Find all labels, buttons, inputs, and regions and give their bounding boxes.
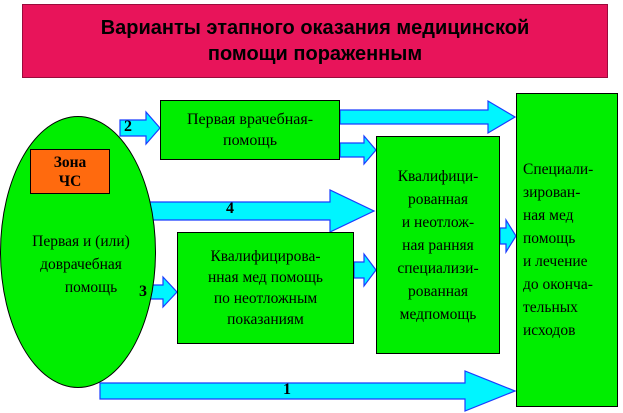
title-line-2: помощи пораженным	[207, 43, 423, 65]
arrow-label-1: 1	[283, 381, 291, 398]
emergency-zone-box: Зона ЧС	[30, 149, 110, 194]
qualified-early-line-2: рованная	[407, 190, 469, 208]
specialized-line-1: Специали-	[523, 161, 594, 178]
qualified-urgent-aid-box: Квалифицирова- нная мед помощь по неотло…	[177, 232, 354, 344]
arrow-first-to-qualified-early	[339, 134, 377, 166]
specialized-line-4: помощь	[523, 230, 576, 247]
arrow-urgent-to-qualified-early	[353, 252, 377, 288]
first-medical-line-1: Первая врачебная-	[186, 111, 314, 128]
qualified-urgent-line-3: по неотложным	[213, 290, 318, 307]
arrow-label-2: 2	[124, 118, 132, 135]
specialized-line-7: тельных	[523, 299, 578, 316]
zone-line-2: ЧС	[58, 172, 82, 190]
specialized-line-8: исходов	[523, 322, 576, 339]
diagram-title: Варианты этапного оказания медицинской п…	[22, 4, 608, 78]
first-aid-line-1: Первая и (или)	[32, 233, 130, 250]
qualified-early-line-5: специализи-	[397, 259, 479, 277]
first-medical-aid-box: Первая врачебная- помощь	[160, 100, 340, 160]
specialized-line-3: ная мед	[523, 207, 574, 224]
qualified-urgent-line-1: Квалифицирова-	[210, 248, 321, 265]
title-line-1: Варианты этапного оказания медицинской	[100, 17, 530, 39]
first-aid-line-2: доврачебная	[40, 256, 122, 273]
qualified-early-line-6: рованная	[407, 282, 469, 300]
qualified-early-line-4: ная ранняя	[402, 236, 474, 254]
arrow-first-to-specialized	[339, 99, 517, 135]
arrow-route-2	[119, 110, 161, 146]
specialized-line-5: и лечение	[523, 253, 588, 270]
specialized-treatment-box: Специали- зирован- ная мед помощь и лече…	[516, 93, 618, 407]
first-aid-line-3: помощь	[64, 279, 118, 296]
arrow-qualified-early-to-specialized	[499, 217, 517, 255]
qualified-urgent-line-2: нная мед помощь	[207, 269, 324, 286]
first-aid-label: Первая и (или) доврачебная помощь	[10, 230, 152, 299]
arrow-label-3: 3	[139, 283, 147, 300]
arrow-route-1	[99, 370, 517, 412]
qualified-early-line-3: и неотлож-	[401, 213, 475, 231]
specialized-line-2: зирован-	[523, 184, 581, 201]
first-medical-line-2: помощь	[223, 132, 277, 149]
zone-line-1: Зона	[53, 153, 87, 171]
specialized-line-6: до оконча-	[523, 276, 593, 293]
arrow-label-4: 4	[226, 200, 234, 217]
qualified-early-line-7: медпомощь	[399, 305, 477, 323]
qualified-early-line-1: Квалифици-	[397, 167, 479, 185]
qualified-urgent-line-4: показаниям	[227, 311, 304, 328]
qualified-early-specialized-box: Квалифици- рованная и неотлож- ная рання…	[376, 136, 500, 354]
